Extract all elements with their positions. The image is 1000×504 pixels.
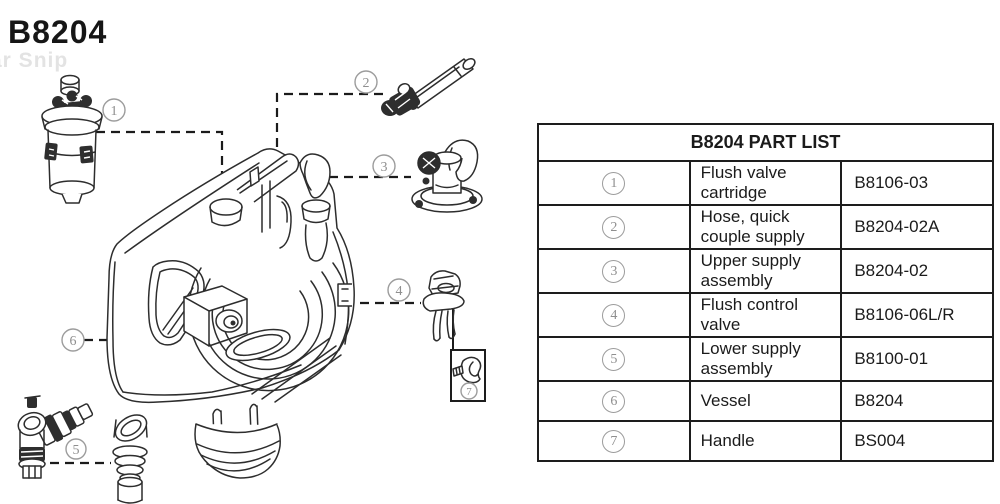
part-number-cell: B8100-01 [840, 336, 994, 382]
part-description-cell: Upper supply assembly [688, 248, 843, 294]
callout-2: 2 [354, 70, 378, 94]
part-description-cell: Flush valve cartridge [688, 160, 843, 206]
part-description-cell: Lower supply assembly [688, 336, 843, 382]
part-description-cell: Hose, quick couple supply [688, 204, 843, 250]
circled-number: 6 [602, 389, 626, 413]
row-number-cell: 7 [537, 420, 691, 462]
part-description-cell: Flush control valve [688, 292, 843, 338]
parts-table: B8204 PART LIST 1 Flush valve cartridge … [537, 123, 994, 462]
circled-number: 2 [602, 215, 626, 239]
lower-supply-assembly-drawing [17, 395, 94, 479]
callout-6: 6 [61, 328, 85, 352]
row-number-cell: 5 [537, 336, 691, 382]
table-row: 4 Flush control valve B8106-06L/R [537, 292, 994, 338]
table-row: 2 Hose, quick couple supply B8204-02A [537, 204, 994, 250]
part-number-cell: B8106-06L/R [840, 292, 994, 338]
circled-number: 7 [602, 429, 626, 453]
table-row: 5 Lower supply assembly B8100-01 [537, 336, 994, 382]
part-number-cell: B8106-03 [840, 160, 994, 206]
table-title: B8204 PART LIST [537, 123, 994, 162]
svg-text:5: 5 [73, 443, 80, 458]
table-row: 7 Handle BS004 [537, 420, 994, 462]
flush-valve-cartridge-drawing [41, 74, 103, 204]
callout-5: 5 [65, 438, 87, 460]
page-title: B8204 [8, 14, 108, 50]
callout-7-circle [460, 382, 478, 400]
circled-number: 1 [602, 171, 626, 195]
handle-drawing: 7 [450, 349, 486, 402]
row-number-cell: 2 [537, 204, 691, 250]
circled-number: 5 [602, 347, 626, 371]
hose-quick-couple-drawing [381, 57, 476, 116]
table-row: 3 Upper supply assembly B8204-02 [537, 248, 994, 294]
svg-text:6: 6 [70, 334, 77, 349]
callout-7-number: 7 [466, 386, 472, 398]
svg-text:1: 1 [111, 104, 118, 119]
part-number-cell: B8204 [840, 380, 994, 422]
callout-1: 1 [102, 98, 126, 122]
callout-3: 3 [372, 154, 396, 178]
watermark-text: ar Snip [0, 49, 69, 72]
row-number-cell: 1 [537, 160, 691, 206]
table-header-row: B8204 PART LIST [537, 123, 994, 162]
svg-text:4: 4 [396, 284, 403, 299]
row-number-cell: 3 [537, 248, 691, 294]
part-description-cell: Vessel [688, 380, 843, 422]
table-row: 6 Vessel B8204 [537, 380, 994, 422]
row-number-cell: 6 [537, 380, 691, 422]
callouts: 1 2 3 4 5 6 [61, 70, 411, 460]
part-number-cell: B8204-02A [840, 204, 994, 250]
upper-supply-assembly-drawing [411, 139, 483, 213]
circled-number: 3 [602, 259, 626, 283]
part-number-cell: BS004 [840, 420, 994, 462]
svg-text:2: 2 [363, 76, 370, 91]
svg-text:3: 3 [381, 160, 388, 175]
callout-4: 4 [387, 278, 411, 302]
table-row: 1 Flush valve cartridge B8106-03 [537, 160, 994, 206]
part-number-cell: B8204-02 [840, 248, 994, 294]
vessel-drawing [106, 148, 355, 504]
exploded-parts-diagram: 7 [17, 57, 486, 504]
part-description-cell: Handle [688, 420, 843, 462]
row-number-cell: 4 [537, 292, 691, 338]
flush-control-valve-drawing [422, 270, 465, 342]
circled-number: 4 [602, 303, 626, 327]
